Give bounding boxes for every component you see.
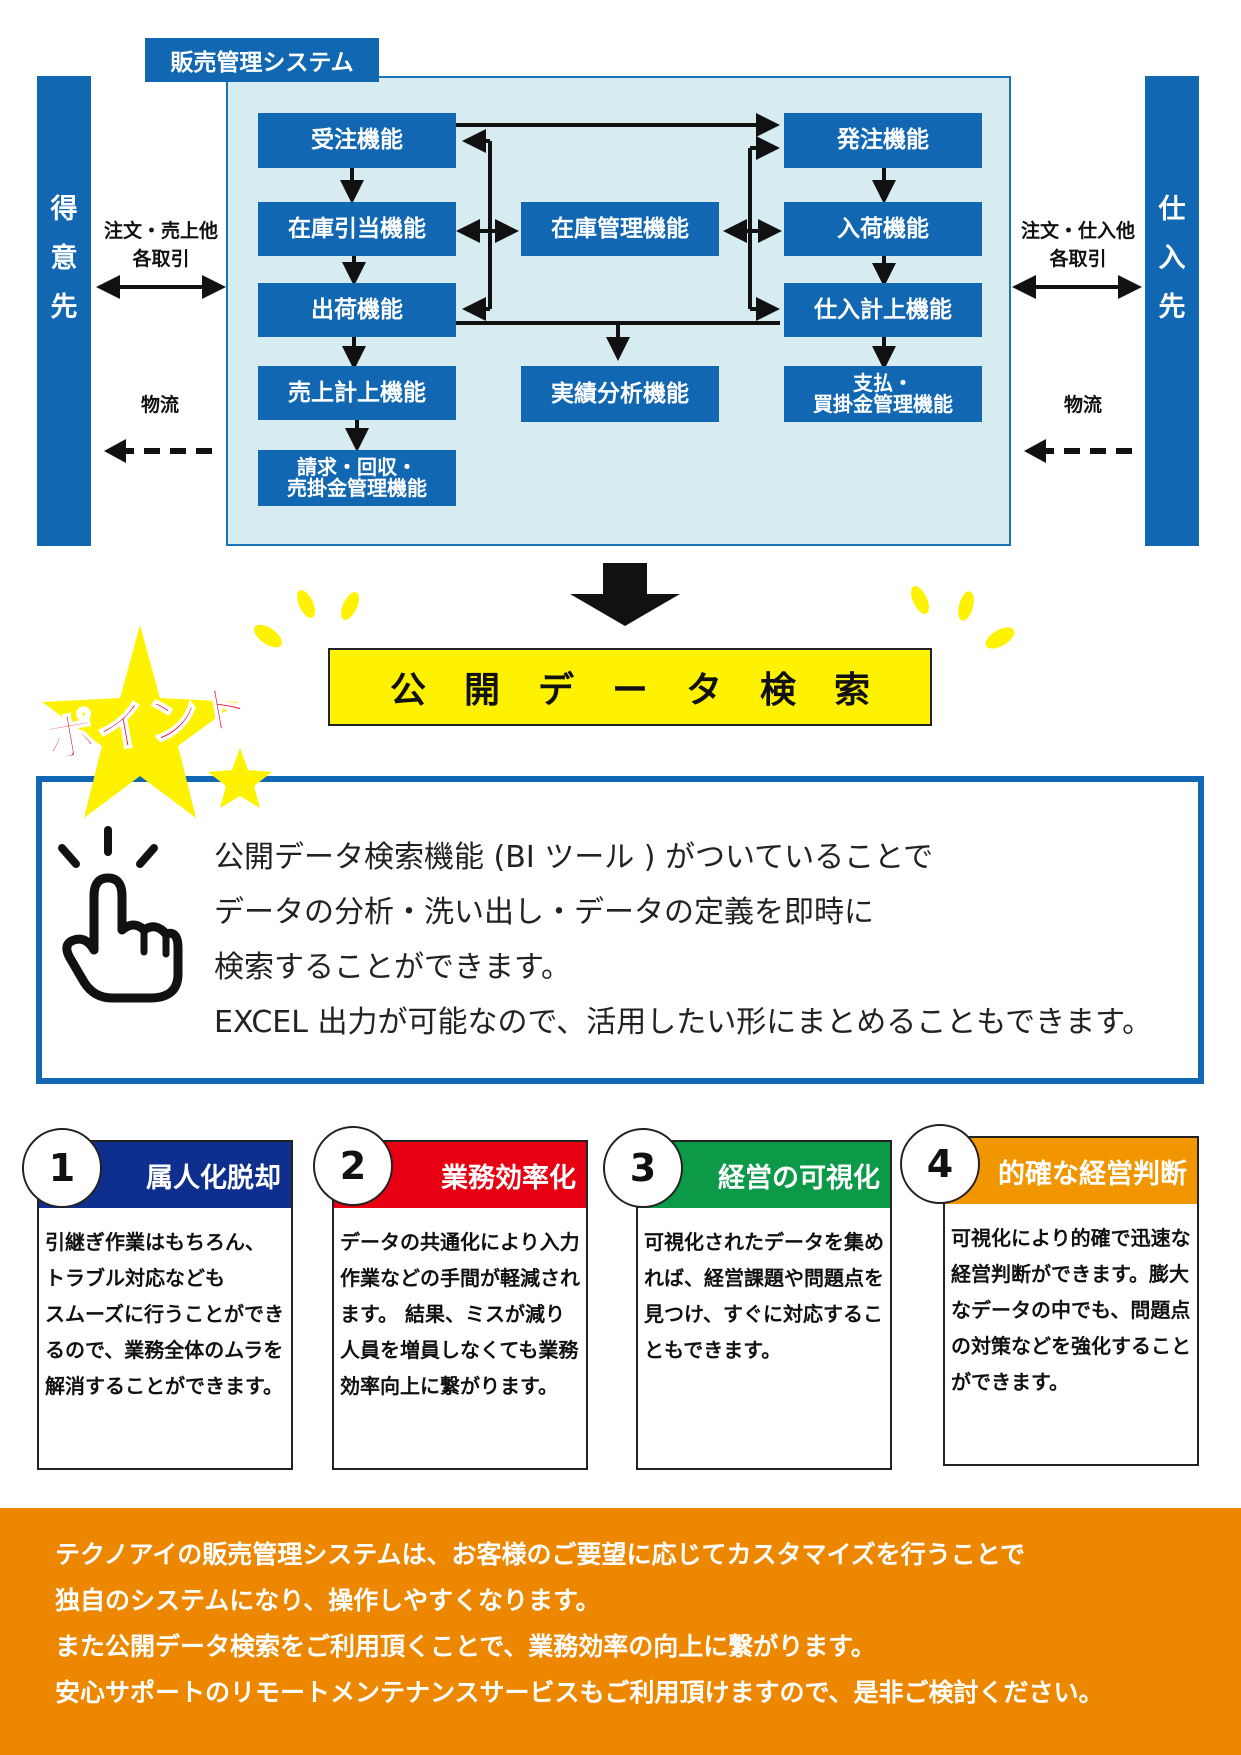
feature-card-line: ができます。 bbox=[951, 1370, 1069, 1394]
feature-number-3: 3 bbox=[603, 1128, 683, 1208]
billing-label-line2: 売掛金管理機能 bbox=[287, 476, 427, 500]
sales-system-title: 販売管理システム bbox=[145, 38, 379, 82]
point-box bbox=[36, 776, 1204, 1084]
feature-card-line: スムーズに行うことができ bbox=[45, 1302, 284, 1326]
pointing-hand-icon bbox=[58, 826, 183, 1003]
stock-allocation-box: 在庫引当機能 bbox=[258, 202, 456, 256]
feature-card-body: 可視化により的確で迅速な 経営判断ができます。膨大 なデータの中でも、問題点 の… bbox=[945, 1204, 1197, 1400]
payment-label-line2: 買掛金管理機能 bbox=[813, 392, 953, 416]
supplier-label-char: 仕 bbox=[1158, 194, 1186, 225]
customer-trade-line2: 各取引 bbox=[132, 247, 190, 270]
supplier-label-char: 入 bbox=[1158, 243, 1186, 274]
billing-box: 請求・回収・ 売掛金管理機能 bbox=[258, 450, 456, 506]
footer-band bbox=[0, 1508, 1241, 1755]
footer-line: テクノアイの販売管理システムは、お客様のご要望に応じてカスタマイズを行うことで bbox=[55, 1540, 1026, 1569]
feature-card-line: 見つけ、すぐに対応するこ bbox=[644, 1302, 883, 1326]
feature-card-body: 可視化されたデータを集め れば、経営課題や問題点を 見つけ、すぐに対応するこ と… bbox=[638, 1208, 890, 1368]
supplier-trade-line2: 各取引 bbox=[1049, 247, 1107, 270]
customer-label-char: 意 bbox=[50, 243, 78, 274]
feature-card-line: るので、業務全体のムラを bbox=[45, 1338, 284, 1362]
feature-card-body: データの共通化により入力 作業などの手間が軽減され ます。 結果、ミスが減り 人… bbox=[334, 1208, 586, 1404]
ordering-box: 発注機能 bbox=[784, 113, 982, 168]
supplier-trade-label: 注文・仕入他 各取引 bbox=[1013, 218, 1143, 273]
customer-bar: 得 意 先 bbox=[37, 76, 91, 546]
feature-card-line: トラブル対応なども bbox=[45, 1266, 225, 1290]
supplier-logistics-label: 物流 bbox=[1063, 394, 1102, 416]
point-line: 検索することができます。 bbox=[214, 950, 571, 985]
payment-label-line1: 支払・ bbox=[853, 371, 913, 395]
order-receiving-box: 受注機能 bbox=[258, 113, 456, 168]
feature-card-body: 引継ぎ作業はもちろん、 トラブル対応なども スムーズに行うことができ るので、業… bbox=[39, 1208, 291, 1404]
feature-card-line: 可視化されたデータを集め bbox=[644, 1230, 884, 1254]
feature-card-line: 効率向上に繋がります。 bbox=[340, 1374, 558, 1398]
customer-trade-label: 注文・売上他 各取引 bbox=[96, 218, 226, 273]
feature-card-line: ます。 結果、ミスが減り bbox=[340, 1302, 565, 1326]
footer-line: 独自のシステムになり、操作しやすくなります。 bbox=[55, 1586, 601, 1615]
feature-card-line: れば、経営課題や問題点を bbox=[644, 1266, 884, 1290]
feature-card-line: の対策などを強化すること bbox=[951, 1334, 1191, 1358]
star-burst-icon bbox=[42, 625, 272, 818]
receiving-box: 入荷機能 bbox=[784, 202, 982, 256]
feature-number-4: 4 bbox=[900, 1124, 980, 1204]
footer-text: テクノアイの販売管理システムは、お客様のご要望に応じてカスタマイズを行うことで … bbox=[55, 1532, 1104, 1716]
customer-logistics-label: 物流 bbox=[140, 394, 179, 416]
feature-card-line: ともできます。 bbox=[644, 1338, 782, 1362]
diagram-connectors bbox=[96, 113, 1142, 649]
customer-label-char: 得 bbox=[50, 194, 78, 225]
customer-label-char: 先 bbox=[50, 292, 78, 323]
feature-card-4: 的確な経営判断 可視化により的確で迅速な 経営判断ができます。膨大 なデータの中… bbox=[943, 1136, 1199, 1466]
billing-label-line1: 請求・回収・ bbox=[297, 455, 417, 479]
feature-number-1: 1 bbox=[22, 1128, 102, 1208]
payment-box: 支払・ 買掛金管理機能 bbox=[784, 366, 982, 422]
footer-line: また公開データ検索をご利用頂くことで、業務効率の向上に繋がります。 bbox=[55, 1632, 876, 1661]
inventory-box: 在庫管理機能 bbox=[521, 202, 719, 256]
feature-card-line: なデータの中でも、問題点 bbox=[951, 1298, 1191, 1322]
feature-card-line: 経営判断ができます。膨大 bbox=[951, 1262, 1189, 1286]
feature-card-line: 人員を増員しなくても業務 bbox=[340, 1338, 579, 1362]
feature-card-line: 可視化により的確で迅速な bbox=[951, 1226, 1191, 1250]
supplier-label-char: 先 bbox=[1158, 292, 1186, 323]
feature-card-line: 引継ぎ作業はもちろん、 bbox=[45, 1230, 265, 1254]
feature-card-line: 作業などの手間が軽減され bbox=[340, 1266, 580, 1290]
customer-trade-line1: 注文・売上他 bbox=[103, 220, 218, 242]
supplier-trade-line1: 注文・仕入他 bbox=[1020, 220, 1135, 242]
point-line: 公開データ検索機能 (BI ツール ) がついていることで bbox=[214, 840, 934, 875]
feature-number-2: 2 bbox=[313, 1126, 393, 1206]
analysis-box: 実績分析機能 bbox=[521, 366, 719, 422]
footer-line: 安心サポートのリモートメンテナンスサービスもご利用頂けますので、是非ご検討くださ… bbox=[55, 1678, 1104, 1707]
point-line: EXCEL 出力が可能なので、活用したい形にまとめることもできます。 bbox=[214, 1005, 1153, 1040]
public-data-search-banner: 公開データ検索 bbox=[328, 648, 932, 726]
feature-card-title: 的確な経営判断 bbox=[945, 1138, 1197, 1204]
purchase-posting-box: 仕入計上機能 bbox=[784, 283, 982, 337]
shipping-box: 出荷機能 bbox=[258, 283, 456, 337]
supplier-bar: 仕 入 先 bbox=[1145, 76, 1199, 546]
feature-card-line: 解消することができます。 bbox=[45, 1374, 283, 1398]
feature-card-line: データの共通化により入力 bbox=[340, 1230, 580, 1254]
point-description: 公開データ検索機能 (BI ツール ) がついていることで データの分析・洗い出… bbox=[214, 830, 1152, 1050]
point-line: データの分析・洗い出し・データの定義を即時に bbox=[214, 895, 874, 930]
sales-posting-box: 売上計上機能 bbox=[258, 366, 456, 420]
